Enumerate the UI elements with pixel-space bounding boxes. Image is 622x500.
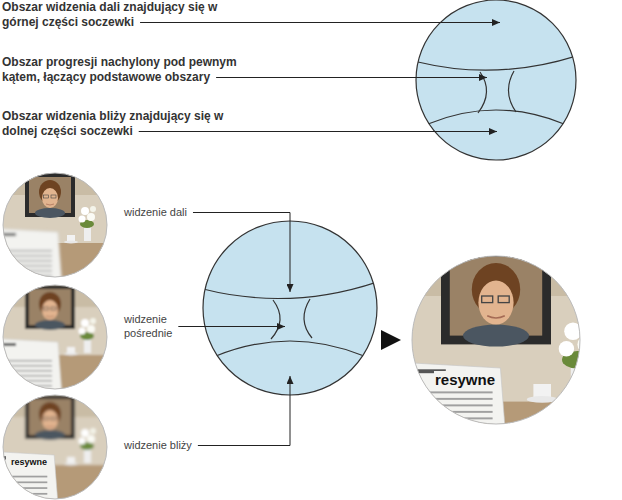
newspaper-text: resywne xyxy=(434,371,496,388)
leader-arrow xyxy=(178,326,285,327)
zone-label: widzenie pośrednie xyxy=(124,312,186,340)
newspaper-text: resywne xyxy=(10,457,48,467)
lens-top xyxy=(416,0,576,160)
photo-result xyxy=(155,10,622,500)
leader-arrow xyxy=(216,77,487,78)
leader-lines xyxy=(139,23,500,446)
leader-arrow xyxy=(193,213,290,293)
annotation-label: Obszar widzenia dali znajdujący się w gó… xyxy=(2,0,247,30)
result-triangle xyxy=(381,330,401,350)
leader-arrow xyxy=(198,376,290,446)
zone-label: widzenie bliży xyxy=(124,438,244,452)
zone-label: widzenie dali xyxy=(124,205,244,219)
leader-arrow xyxy=(139,131,497,132)
photo-near xyxy=(0,287,215,500)
annotation-label: Obszar widzenia bliży znajdujący się w d… xyxy=(2,109,247,139)
leader-arrow xyxy=(140,22,500,23)
annotation-label: Obszar progresji nachylony pod pewnym ką… xyxy=(2,55,264,85)
